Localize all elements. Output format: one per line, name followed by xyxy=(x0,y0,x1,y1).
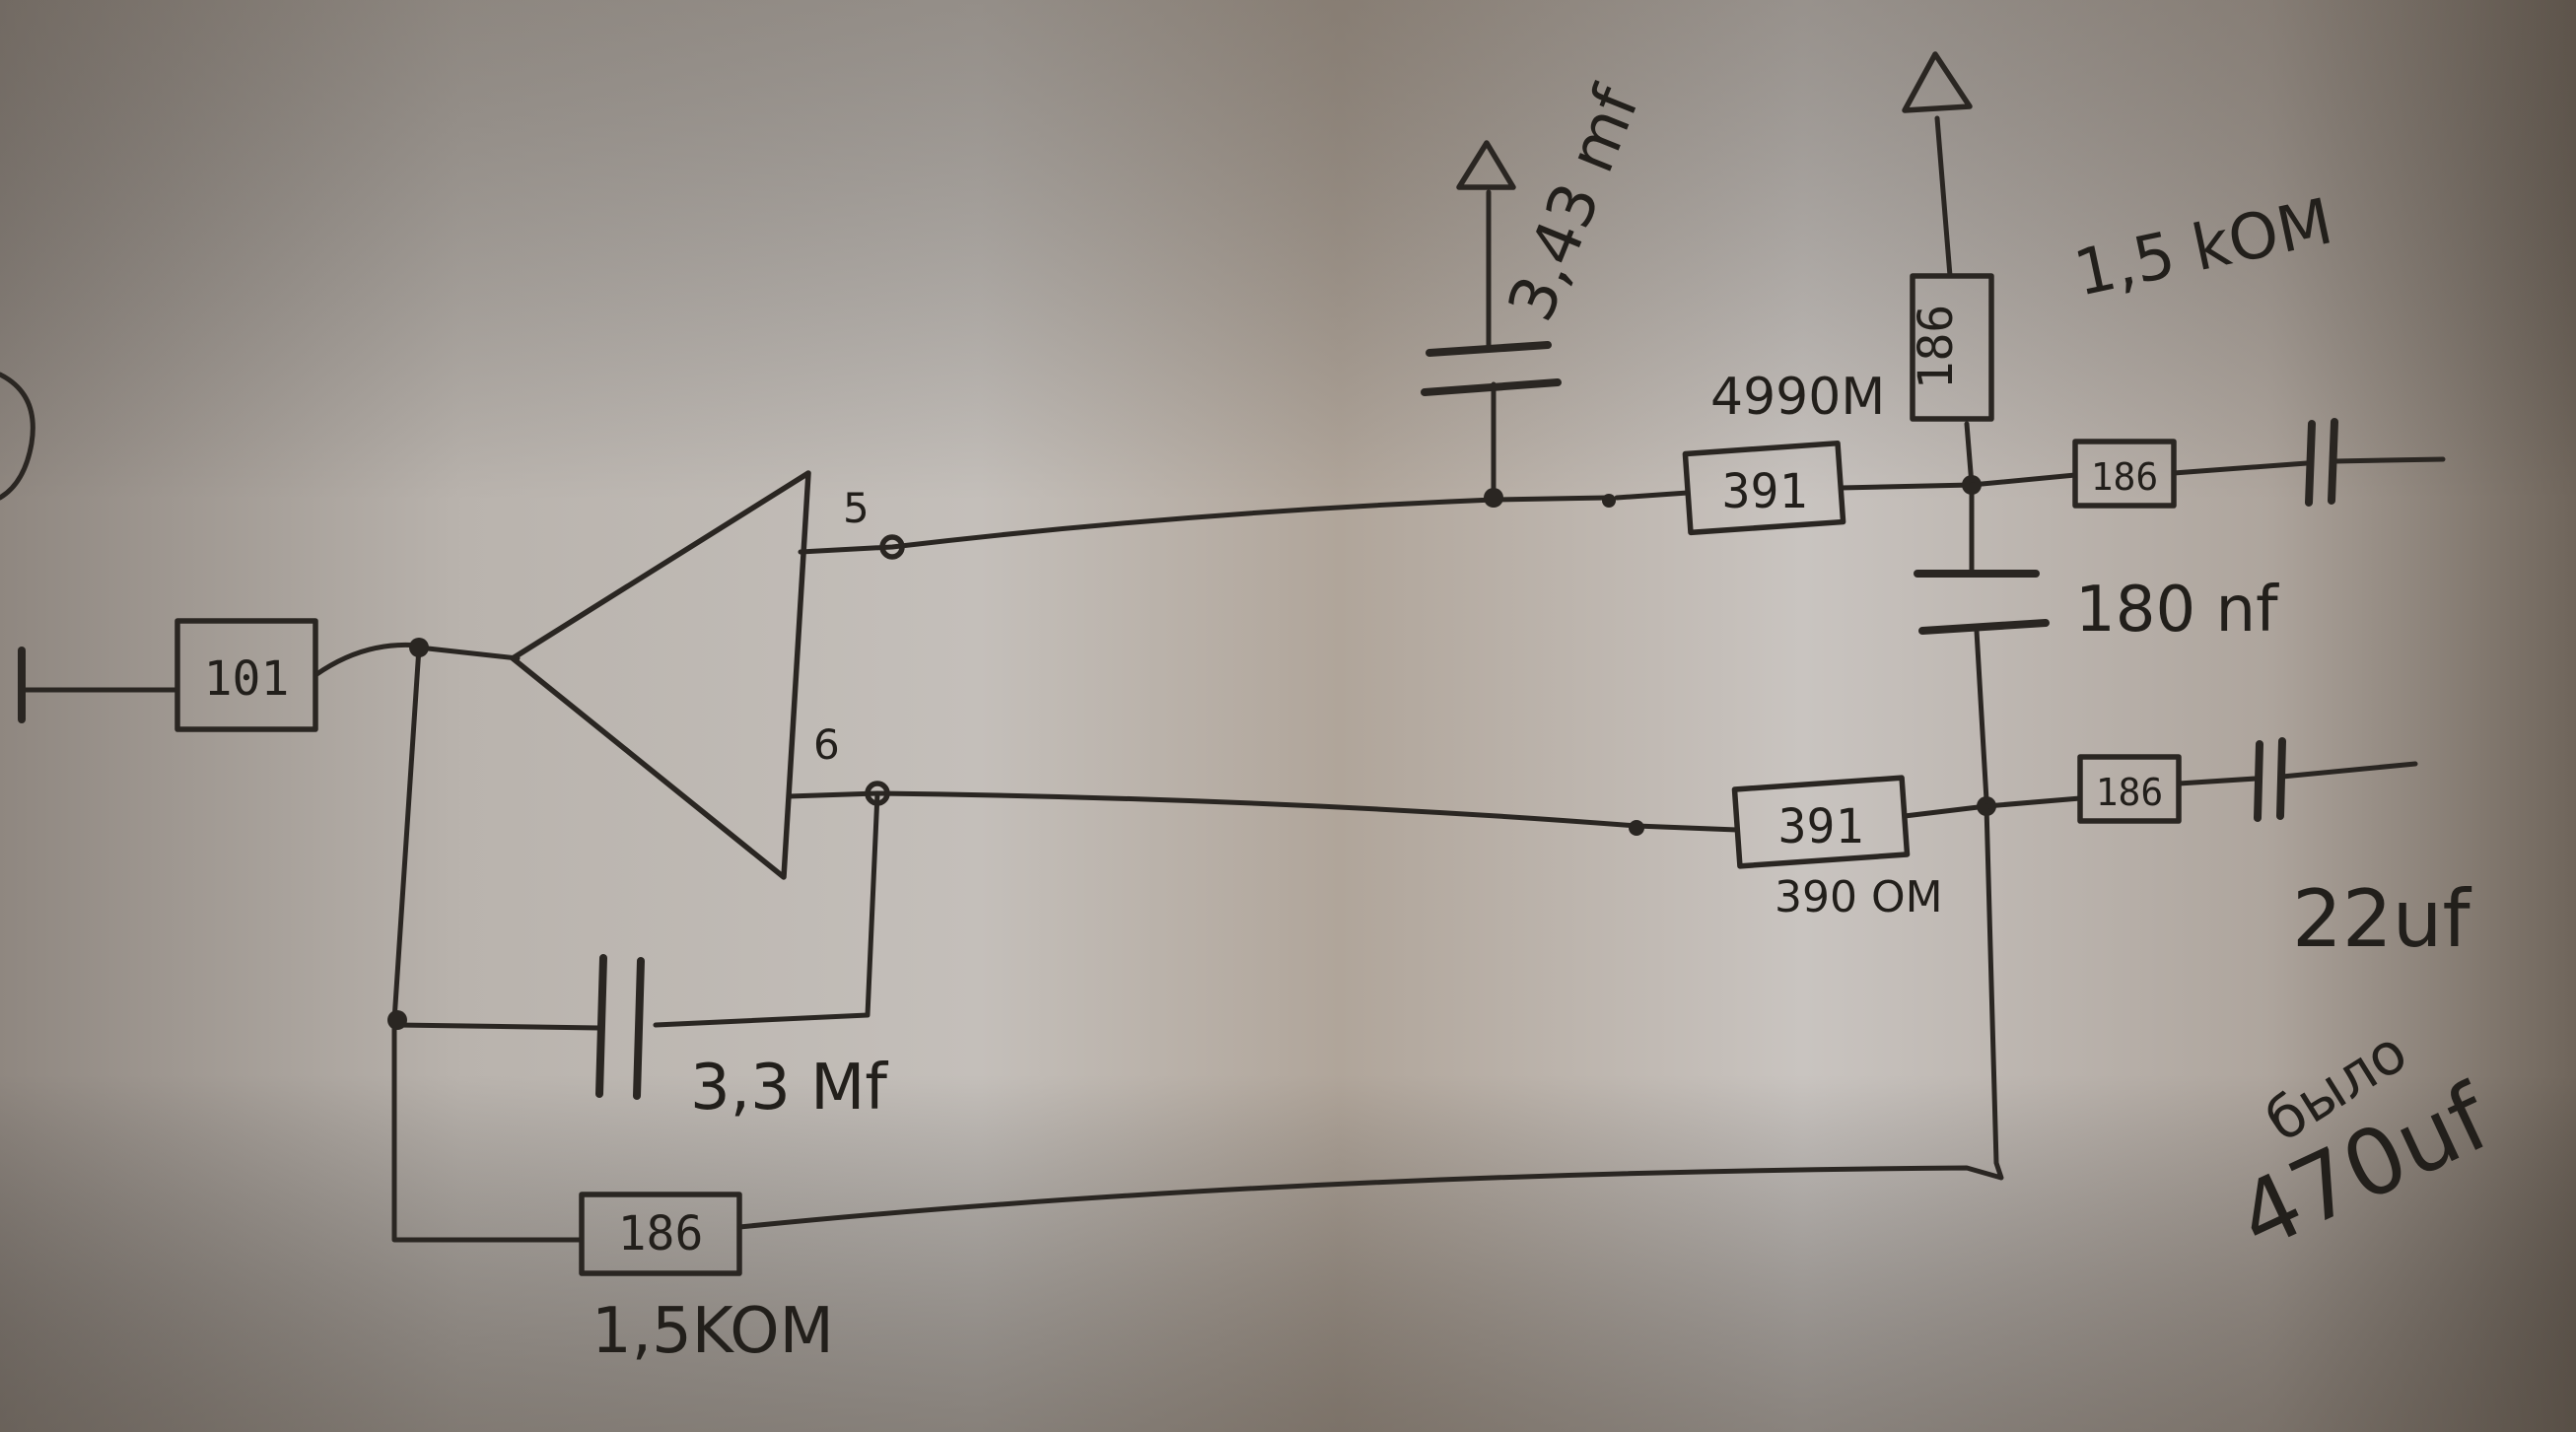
supply-arrow-right xyxy=(1902,51,1973,113)
bottom-output-branch: 186 22uf xyxy=(1984,737,2472,965)
pin-top-node xyxy=(879,534,905,560)
bottom-main-resistor-code: 391 xyxy=(1778,799,1864,854)
feedback-capacitor-value: 3,3 Mf xyxy=(690,1052,888,1125)
amp-pin-top: 5 xyxy=(843,484,870,532)
bottom-to-right-junction xyxy=(1902,803,1989,819)
feedback-resistor-code: 186 xyxy=(618,1206,704,1262)
middle-capacitor-value: 180 nf xyxy=(2075,574,2279,647)
supply-arrow-left xyxy=(1456,140,1516,190)
bottom-output-capacitor-value: 22uf xyxy=(2292,873,2472,965)
amp-input-wire xyxy=(416,645,521,661)
middle-capacitor: 180 nf xyxy=(1914,482,2279,803)
feedback-resistor-value: 1,5KOM xyxy=(592,1295,834,1368)
feedback-resistor: 186 1,5KOM xyxy=(579,803,2004,1368)
top-to-right-junction xyxy=(1614,482,1975,501)
top-output-branch: 186 xyxy=(1969,418,2446,509)
amp-pin-bottom: 6 xyxy=(813,720,840,769)
bottom-main-resistor-value: 390 OM xyxy=(1775,872,1943,922)
bottom-signal-wire xyxy=(786,790,1740,833)
amplifier: 5 6 xyxy=(510,470,870,880)
feedback-capacitor: 3,3 Mf xyxy=(394,790,888,1125)
top-output-resistor-code: 186 xyxy=(2091,455,2159,499)
junction-top-small xyxy=(1602,494,1616,508)
input-resistor: 101 xyxy=(174,618,318,732)
top-main-resistor-value: 4990M xyxy=(1710,368,1885,427)
paper-corner-circle xyxy=(0,372,35,501)
input-resistor-code: 101 xyxy=(204,651,290,707)
top-signal-wire xyxy=(798,495,1610,555)
top-main-resistor-code: 391 xyxy=(1722,464,1808,519)
bottom-output-resistor-code: 186 xyxy=(2096,771,2164,814)
vertical-resistor-code: 186 xyxy=(1909,305,1964,390)
left-column-wire xyxy=(391,645,585,1243)
input-wire xyxy=(313,642,422,678)
junction-bottom-small xyxy=(1629,820,1644,836)
input-terminal xyxy=(18,647,180,723)
